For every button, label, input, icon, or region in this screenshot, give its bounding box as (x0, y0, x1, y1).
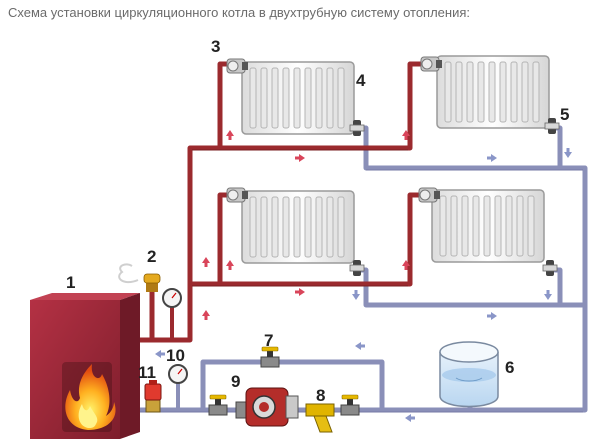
thermo-valve-icon (420, 56, 443, 72)
return-pipes (127, 125, 588, 413)
radiator-bottom-left (241, 190, 355, 264)
label-11: 11 (138, 363, 156, 382)
label-9: 9 (231, 372, 240, 391)
bypass-valve-icon (260, 346, 280, 368)
safety-valve-icon (144, 380, 162, 413)
label-1: 1 (66, 273, 75, 292)
label-6: 6 (505, 358, 514, 377)
label-5: 5 (560, 105, 569, 124)
label-3: 3 (211, 37, 220, 56)
air-vent-icon (118, 263, 161, 292)
label-8: 8 (316, 386, 325, 405)
label-4: 4 (356, 71, 366, 90)
thermo-valve-icon (418, 187, 441, 203)
flame-icon (65, 364, 116, 430)
end-valve-icon (542, 259, 558, 277)
circulation-pump-icon (235, 387, 299, 427)
strainer-filter-icon (305, 403, 335, 433)
ball-valve-icon (208, 394, 228, 416)
expansion-tank-icon (439, 341, 499, 408)
label-10: 10 (166, 346, 185, 365)
thermo-valve-icon (226, 58, 249, 74)
radiator-top-right (436, 55, 550, 129)
radiator-bottom-right (431, 189, 545, 263)
label-2: 2 (147, 247, 156, 266)
radiator-top-left (241, 61, 355, 135)
pressure-gauge-icon (162, 288, 182, 340)
thermometer-gauge-icon (168, 364, 188, 384)
diagram-title: Схема установки циркуляционного котла в … (8, 5, 471, 20)
thermo-valve-icon (226, 187, 249, 203)
ball-valve-icon (340, 394, 360, 416)
label-7: 7 (264, 331, 273, 350)
